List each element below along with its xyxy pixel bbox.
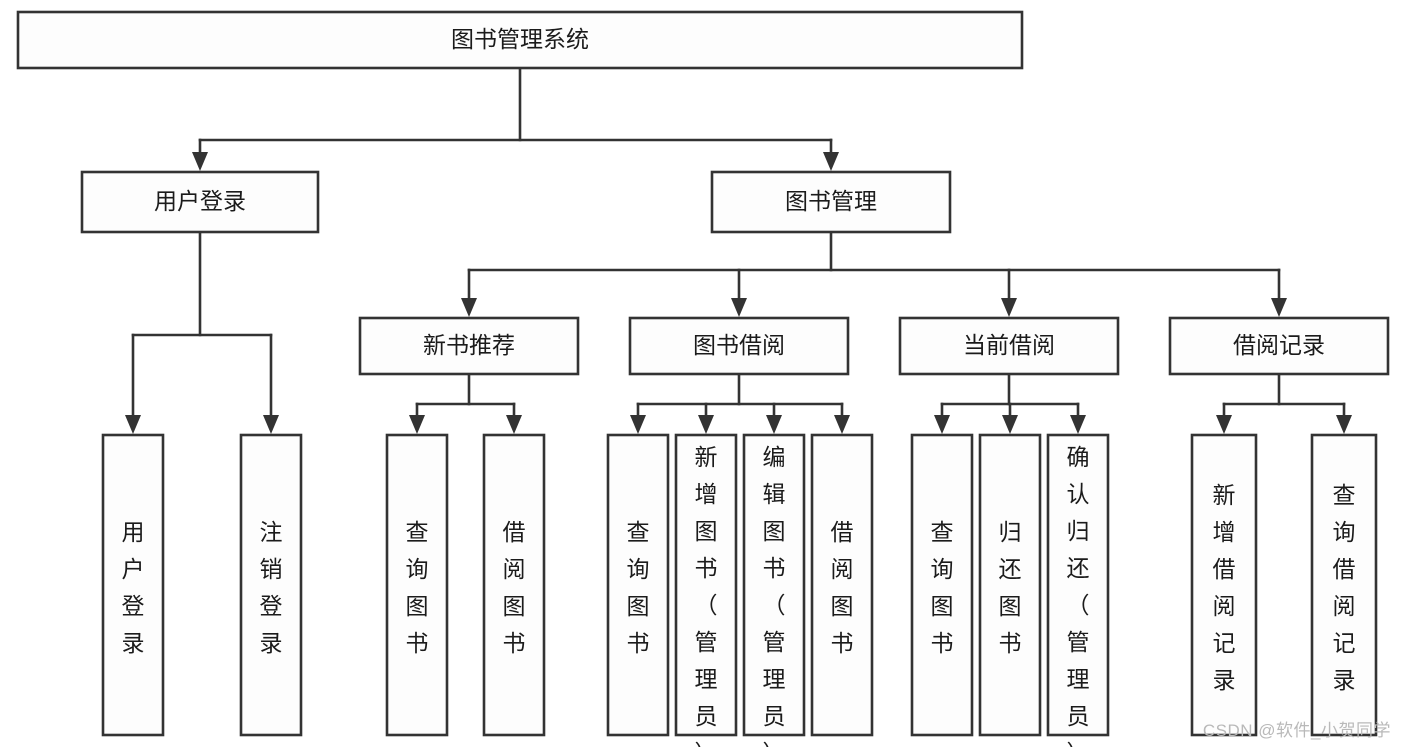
arrow-head-icon (1216, 415, 1232, 434)
node-label: 借阅记录 (1233, 332, 1325, 358)
node-label: 图书管理 (785, 188, 877, 214)
node-box[interactable] (606, 433, 670, 737)
node-box[interactable] (1310, 433, 1378, 737)
node-box[interactable] (910, 433, 974, 737)
arrow-head-icon (698, 415, 714, 434)
arrow-head-icon (1002, 415, 1018, 434)
node-leaf-borrow-book-1[interactable]: 借阅图书 (482, 433, 546, 737)
node-box[interactable] (810, 433, 874, 737)
connector-group (192, 66, 839, 171)
nodes-layer: 图书管理系统用户登录图书管理新书推荐图书借阅当前借阅借阅记录用户登录注销登录查询… (16, 10, 1390, 747)
arrow-head-icon (766, 415, 782, 434)
node-label: 借阅图书 (503, 519, 526, 656)
arrow-head-icon (1070, 415, 1086, 434)
node-box[interactable] (385, 433, 449, 737)
node-login[interactable]: 用户登录 (80, 170, 320, 234)
node-leaf-query-book-3[interactable]: 查询图书 (910, 433, 974, 737)
node-label: 当前借阅 (963, 332, 1055, 358)
connectors-layer (125, 66, 1352, 434)
csdn-watermark: CSDN @软件_小贺同学 (1202, 721, 1391, 740)
connector-group (1216, 372, 1352, 434)
node-label: 新书推荐 (423, 332, 515, 358)
arrow-head-icon (1271, 298, 1287, 317)
arrow-head-icon (823, 152, 839, 171)
node-box[interactable] (80, 170, 320, 234)
connector-group (125, 230, 279, 434)
node-box[interactable] (16, 10, 1024, 70)
node-leaf-query-book-2[interactable]: 查询图书 (606, 433, 670, 737)
node-current[interactable]: 当前借阅 (898, 316, 1120, 376)
node-bookmgmt[interactable]: 图书管理 (710, 170, 952, 234)
node-box[interactable] (1046, 433, 1110, 737)
arrow-head-icon (263, 415, 279, 434)
node-label: 查询图书 (627, 519, 650, 656)
node-label: 用户登录 (154, 188, 246, 214)
arrow-head-icon (834, 415, 850, 434)
node-record[interactable]: 借阅记录 (1168, 316, 1390, 376)
connector-group (409, 372, 522, 434)
node-box[interactable] (710, 170, 952, 234)
arrow-head-icon (934, 415, 950, 434)
node-label: 新增借阅记录 (1213, 482, 1236, 693)
node-label: 归还图书 (999, 519, 1022, 656)
node-label: 查询图书 (406, 519, 429, 656)
connector-group (630, 372, 850, 434)
node-leaf-query-record[interactable]: 查询借阅记录 (1310, 433, 1378, 737)
node-label: 图书借阅 (693, 332, 785, 358)
node-newbook[interactable]: 新书推荐 (358, 316, 580, 376)
arrow-head-icon (125, 415, 141, 434)
node-box[interactable] (742, 433, 806, 737)
connector-group (934, 372, 1086, 434)
node-leaf-add-record[interactable]: 新增借阅记录 (1190, 433, 1258, 737)
node-label: 注销登录 (260, 519, 283, 656)
node-label: 查询借阅记录 (1333, 482, 1356, 693)
node-leaf-user-logout[interactable]: 注销登录 (239, 433, 303, 737)
node-label: 图书管理系统 (451, 26, 589, 52)
arrow-head-icon (630, 415, 646, 434)
node-leaf-confirm-return[interactable]: 确认归还（管理员） (1046, 433, 1110, 747)
node-label: 确认归还（管理员） (1067, 444, 1090, 747)
arrow-head-icon (192, 152, 208, 171)
node-box[interactable] (674, 433, 738, 737)
node-box[interactable] (482, 433, 546, 737)
arrow-head-icon (461, 298, 477, 317)
node-label: 查询图书 (931, 519, 954, 656)
node-leaf-add-book[interactable]: 新增图书（管理员） (674, 433, 738, 747)
connector-group (461, 230, 1287, 317)
node-label: 用户登录 (122, 519, 145, 656)
node-box[interactable] (1168, 316, 1390, 376)
node-label: 编辑图书（管理员） (763, 444, 786, 747)
arrow-head-icon (506, 415, 522, 434)
node-label: 借阅图书 (831, 519, 854, 656)
node-box[interactable] (358, 316, 580, 376)
arrow-head-icon (1336, 415, 1352, 434)
arrow-head-icon (409, 415, 425, 434)
node-label: 新增图书（管理员） (695, 444, 718, 747)
node-root[interactable]: 图书管理系统 (16, 10, 1024, 70)
node-borrow[interactable]: 图书借阅 (628, 316, 850, 376)
node-leaf-query-book-1[interactable]: 查询图书 (385, 433, 449, 737)
node-box[interactable] (1190, 433, 1258, 737)
node-leaf-user-login[interactable]: 用户登录 (101, 433, 165, 737)
node-leaf-borrow-book-2[interactable]: 借阅图书 (810, 433, 874, 737)
node-box[interactable] (101, 433, 165, 737)
node-box[interactable] (978, 433, 1042, 737)
node-box[interactable] (239, 433, 303, 737)
node-box[interactable] (898, 316, 1120, 376)
arrow-head-icon (1001, 298, 1017, 317)
node-leaf-edit-book[interactable]: 编辑图书（管理员） (742, 433, 806, 747)
arrow-head-icon (731, 298, 747, 317)
node-leaf-return-book[interactable]: 归还图书 (978, 433, 1042, 737)
node-box[interactable] (628, 316, 850, 376)
